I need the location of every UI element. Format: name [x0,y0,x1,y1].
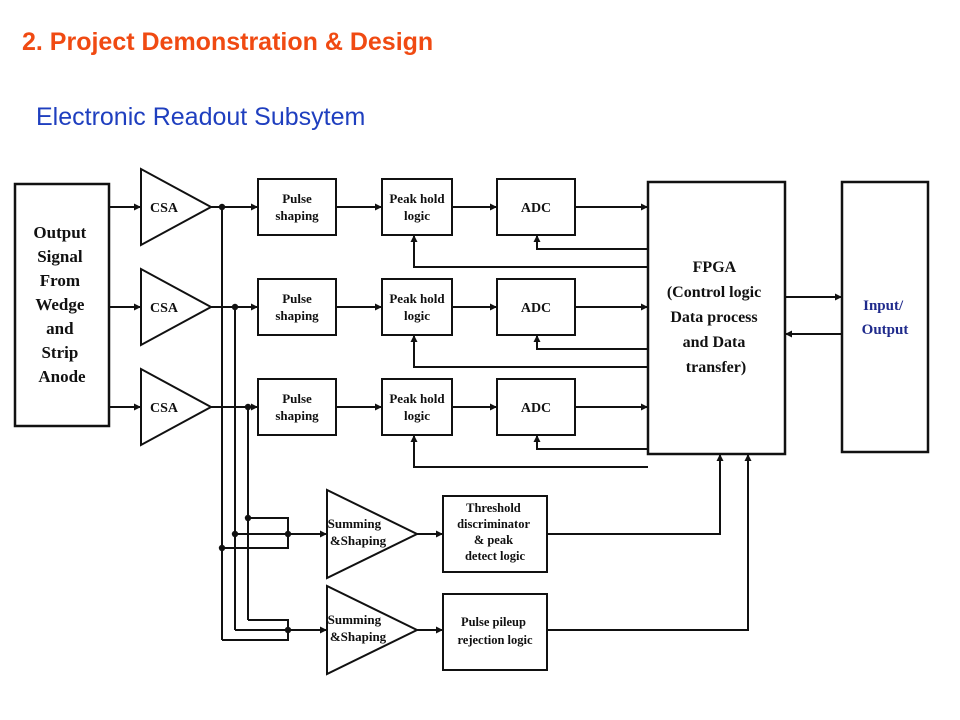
adc-block-3-label: ADC [521,401,551,416]
csa-amplifier-1: CSA [140,167,214,247]
summing-label: Summing &Shaping [328,612,387,644]
adc-block-2: ADC [496,278,576,336]
summing-shaping-amp-2: Summing &Shaping [326,584,420,676]
adc-block-2-label: ADC [521,301,551,316]
pileup-rejection-block: Pulse pileup rejection logic [442,593,548,671]
csa-label: CSA [150,201,179,216]
slide-title: 2. Project Demonstration & Design [22,28,434,56]
fpga-label: FPGA (Control logic Data process and Dat… [667,259,765,376]
csa-label: CSA [150,301,179,316]
csa-label: CSA [150,401,179,416]
pileup-label: Pulse pileup rejection logic [457,615,533,647]
summing-label: Summing &Shaping [328,516,387,548]
csa-amplifier-3: CSA [140,367,214,447]
adc-block-3: ADC [496,378,576,436]
threshold-label: Threshold discriminator & peak detect lo… [457,501,533,563]
fpga-block: FPGA (Control logic Data process and Dat… [646,180,787,456]
adc-block-1-label: ADC [521,201,551,216]
adc-block-1: ADC [496,178,576,236]
summing-shaping-amp-1: Summing &Shaping [326,488,420,580]
io-block: Input/ Output [840,180,930,454]
source-block-label: Output Signal From Wedge and Strip Anode [33,223,90,386]
threshold-discriminator-block: Threshold discriminator & peak detect lo… [442,495,548,573]
slide-subtitle: Electronic Readout Subsytem [36,103,366,131]
io-label: Input/ Output [862,298,909,338]
source-block: Output Signal From Wedge and Strip Anode [13,182,111,428]
csa-amplifier-2: CSA [140,267,214,347]
